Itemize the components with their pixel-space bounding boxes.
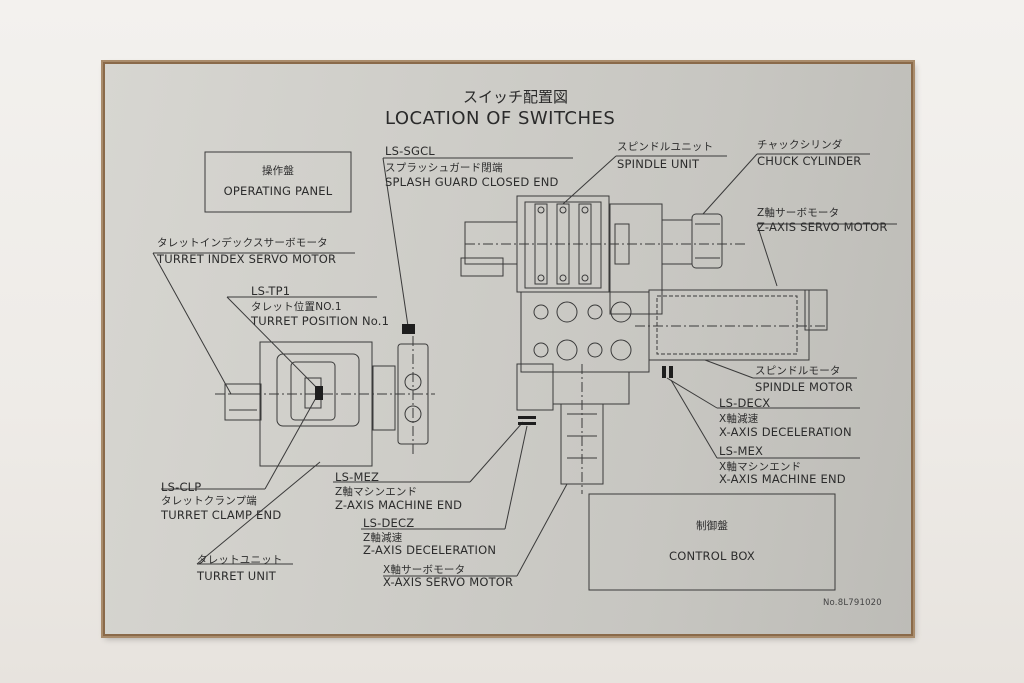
- ls-clp-code: LS-CLP: [161, 480, 202, 494]
- ls-clp-english: TURRET CLAMP END: [161, 508, 282, 522]
- ls-sgcl-japanese: スプラッシュガード閉端: [385, 162, 503, 174]
- turret-unit-drawing: [215, 336, 435, 467]
- ls-decz-code: LS-DECZ: [363, 516, 415, 530]
- leader-lines: [152, 153, 897, 577]
- ls-decz-japanese: Z軸減速: [363, 532, 403, 544]
- control-box-frame: [588, 493, 836, 591]
- ls-tp1-japanese: タレット位置NO.1: [251, 301, 342, 313]
- switch-markers: [315, 324, 673, 425]
- ls-mex-english: X-AXIS MACHINE END: [719, 472, 846, 486]
- turret-unit-english: TURRET UNIT: [197, 569, 277, 583]
- turret-index-servo-motor-japanese: タレットインデックスサーボモータ: [157, 237, 328, 249]
- ls-decx-english: X-AXIS DECELERATION: [719, 425, 852, 439]
- ls-mez-marker: [518, 416, 536, 419]
- operating-panel-english: OPERATING PANEL: [223, 184, 333, 198]
- ls-mez-english: Z-AXIS MACHINE END: [335, 498, 463, 512]
- spindle-motor-japanese: スピンドルモータ: [755, 365, 841, 377]
- x-axis-servo-motor-english: X-AXIS SERVO MOTOR: [383, 575, 514, 589]
- ls-tp1-code: LS-TP1: [251, 284, 291, 298]
- ls-mex-code: LS-MEX: [719, 444, 764, 458]
- z-axis-servo-motor-english: Z-AXIS SERVO MOTOR: [757, 220, 888, 234]
- ls-sgcl-marker: [402, 324, 415, 334]
- title-english: LOCATION OF SWITCHES: [385, 108, 616, 129]
- spindle-motor-english: SPINDLE MOTOR: [755, 380, 854, 394]
- turret-unit-japanese: タレットユニット: [197, 554, 283, 566]
- spindle-unit-japanese: スピンドルユニット: [617, 141, 714, 153]
- ls-tp1-marker: [315, 386, 323, 400]
- ls-mez-code: LS-MEZ: [335, 470, 380, 484]
- ls-decx-code: LS-DECX: [719, 396, 771, 410]
- ls-tp1-english: TURRET POSITION No.1: [251, 314, 390, 328]
- switch-location-diagram: [152, 151, 897, 591]
- ls-sgcl-code: LS-SGCL: [385, 144, 435, 158]
- ls-clp-japanese: タレットクランプ端: [161, 495, 257, 507]
- turret-index-servo-motor-english: TURRET INDEX SERVO MOTOR: [157, 252, 337, 266]
- ls-mex-japanese: X軸マシンエンド: [719, 461, 802, 473]
- ls-decz-marker: [518, 422, 536, 425]
- x-axis-servo-motor-japanese: X軸サーボモータ: [383, 564, 466, 576]
- chuck-cylinder-english: CHUCK CYLINDER: [757, 154, 862, 168]
- ls-sgcl-english: SPLASH GUARD CLOSED END: [385, 175, 559, 189]
- ls-decz-english: Z-AXIS DECELERATION: [363, 543, 497, 557]
- ls-decx-japanese: X軸減速: [719, 413, 759, 425]
- switch-location-plate: スイッチ配置図 LOCATION OF SWITCHES 操作盤 OPERATI…: [103, 62, 913, 636]
- operating-panel-japanese: 操作盤: [261, 165, 295, 177]
- spindle-unit-english: SPINDLE UNIT: [617, 157, 700, 171]
- ls-mex-marker: [669, 366, 673, 378]
- spindle-unit-drawing: [460, 195, 828, 494]
- title-japanese: スイッチ配置図: [463, 88, 569, 106]
- chuck-cylinder-japanese: チャックシリンダ: [757, 139, 843, 151]
- operating-panel-frame: [204, 151, 352, 213]
- control-box-japanese: 制御盤: [695, 520, 729, 532]
- z-axis-servo-motor-japanese: Z軸サーボモータ: [757, 207, 840, 219]
- ls-decx-marker: [662, 366, 666, 378]
- control-box-english: CONTROL BOX: [669, 549, 755, 563]
- serial-number: No.8L791020: [823, 598, 882, 608]
- ls-mez-japanese: Z軸マシンエンド: [335, 486, 418, 498]
